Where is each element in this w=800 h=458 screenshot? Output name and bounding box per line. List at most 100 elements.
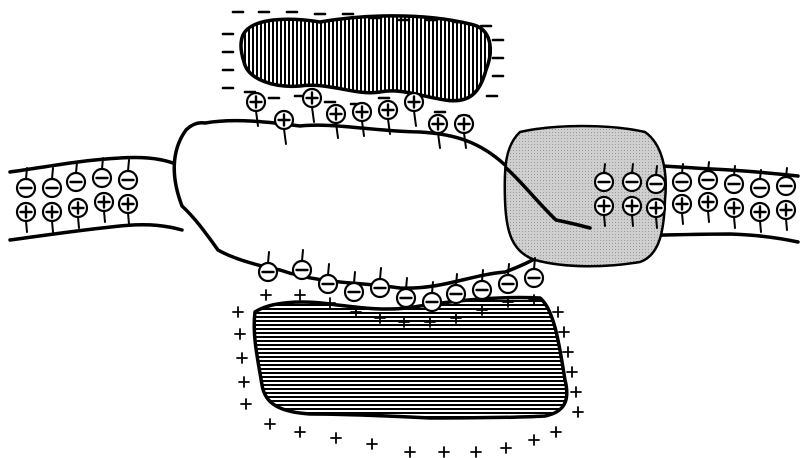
positive-ion-icon <box>723 197 745 219</box>
left-channel-segment <box>8 155 184 242</box>
plus-sign-icon <box>398 316 410 328</box>
ion-tether <box>353 271 356 284</box>
ion-tether <box>51 220 54 233</box>
ion-tether <box>413 110 417 127</box>
positive-ion-icon <box>775 199 797 221</box>
ion-tether <box>327 263 330 276</box>
ion-tether <box>481 269 484 282</box>
plus-sign-icon <box>502 296 514 308</box>
ion-tether <box>437 132 441 149</box>
ion-tether <box>631 163 634 174</box>
negative-ion-icon <box>291 259 313 281</box>
negative-ion-icon <box>421 291 443 313</box>
negative-ion-icon <box>15 177 37 199</box>
positive-ion-icon <box>245 91 267 113</box>
negative-ion-icon <box>497 273 519 295</box>
plus-sign-icon <box>570 386 582 398</box>
negative-ion-icon <box>343 281 365 303</box>
positive-ion-icon <box>93 191 115 213</box>
positive-ion-icon <box>749 201 771 223</box>
plus-sign-icon <box>374 312 386 324</box>
plus-sign-icon <box>260 289 272 301</box>
ion-tether <box>311 106 315 123</box>
positive-ion-icon <box>117 193 139 215</box>
ion-tether <box>707 210 710 223</box>
negative-ion-icon <box>445 283 467 305</box>
negative-ion-icon <box>41 177 63 199</box>
negative-ion-icon <box>775 175 797 197</box>
negative-ion-icon <box>697 169 719 191</box>
ion-tether <box>785 218 788 231</box>
ion-tether <box>655 216 658 229</box>
plus-sign-icon <box>562 346 574 358</box>
positive-ion-icon <box>453 113 475 135</box>
positive-ion-icon <box>671 193 693 215</box>
plus-sign-icon <box>294 426 306 438</box>
positive-ion-icon <box>377 99 399 121</box>
ion-tether <box>759 169 762 180</box>
ion-tether <box>631 214 634 227</box>
plus-sign-icon <box>366 438 378 450</box>
ion-tether <box>127 159 130 172</box>
positive-ion-icon <box>273 109 295 131</box>
positive-ion-icon <box>15 201 37 223</box>
plus-sign-icon <box>558 326 570 338</box>
positive-ion-icon <box>621 195 643 217</box>
ion-tether <box>655 165 658 176</box>
ion-tether <box>77 216 80 229</box>
ion-tether <box>733 165 736 176</box>
ion-tether <box>759 220 762 233</box>
negative-ion-icon <box>749 177 771 199</box>
ion-tether <box>75 161 78 174</box>
positive-ion-icon <box>593 195 615 217</box>
negative-ion-icon <box>65 171 87 193</box>
plus-sign-icon <box>264 418 276 430</box>
negative-ion-icon <box>117 169 139 191</box>
negatively-charged-particle <box>221 10 505 118</box>
ion-tether <box>361 120 365 137</box>
positive-ion-icon <box>697 191 719 213</box>
plus-sign-icon <box>550 426 562 438</box>
stippled-particle <box>503 124 667 268</box>
plus-sign-icon <box>324 297 336 309</box>
plus-sign-icon <box>350 306 362 318</box>
plus-sign-icon <box>240 398 252 410</box>
plus-sign-icon <box>294 289 306 301</box>
ion-tether <box>455 273 458 286</box>
ion-tether <box>681 163 684 174</box>
plus-sign-icon <box>552 306 564 318</box>
ion-tether <box>101 157 104 170</box>
positive-surface-charges <box>232 289 584 458</box>
ion-tether <box>507 263 510 276</box>
ion-tether <box>707 161 710 172</box>
central-bubble <box>172 118 564 290</box>
plus-sign-icon <box>528 434 540 446</box>
negative-ion-icon <box>369 277 391 299</box>
plus-sign-icon <box>238 376 250 388</box>
plus-sign-icon <box>500 442 512 454</box>
plus-sign-icon <box>424 316 436 328</box>
plus-sign-icon <box>470 446 482 458</box>
ion-tether <box>533 257 536 270</box>
positive-ion-icon <box>67 197 89 219</box>
ion-tether <box>431 281 434 294</box>
negative-surface-charges <box>221 10 505 118</box>
ion-tether <box>301 249 304 262</box>
negative-ion-icon <box>645 173 667 195</box>
plus-sign-icon <box>476 304 488 316</box>
positive-ion-icon <box>325 103 347 125</box>
plus-sign-icon <box>572 406 584 418</box>
positive-ion-icon <box>403 91 425 113</box>
plus-sign-icon <box>404 446 416 458</box>
plus-sign-icon <box>236 352 248 364</box>
negative-ion-icon <box>621 171 643 193</box>
plus-sign-icon <box>232 306 244 318</box>
plus-sign-icon <box>450 312 462 324</box>
positive-ion-icon <box>301 87 323 109</box>
negative-ion-icon <box>395 287 417 309</box>
positive-ion-icon <box>645 197 667 219</box>
ion-tether <box>103 210 106 223</box>
ion-tether <box>463 132 467 149</box>
plus-sign-icon <box>234 328 246 340</box>
